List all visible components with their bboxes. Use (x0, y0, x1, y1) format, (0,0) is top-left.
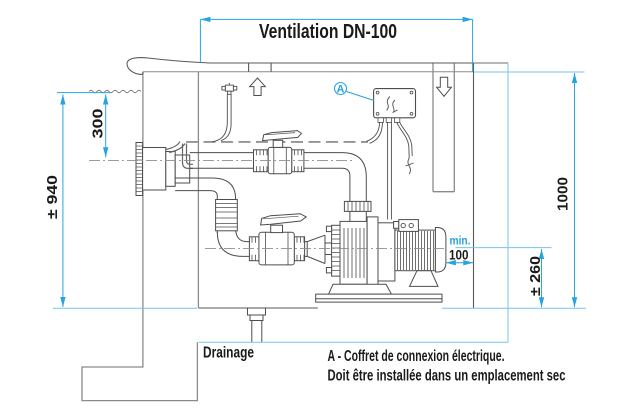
svg-text:A: A (337, 84, 345, 96)
svg-text:1000: 1000 (555, 177, 572, 211)
svg-text:A - Coffret de connexion élect: A - Coffret de connexion électrique. (328, 348, 505, 365)
svg-text:300: 300 (90, 109, 107, 139)
svg-text:min.: min. (450, 236, 471, 248)
svg-text:Ventilation DN-100: Ventilation DN-100 (259, 21, 397, 43)
svg-text:± 260: ± 260 (527, 256, 544, 296)
svg-text:Drainage: Drainage (203, 345, 254, 362)
svg-text:100: 100 (449, 248, 469, 263)
svg-text:± 940: ± 940 (44, 175, 61, 219)
svg-text:Doit être installée dans un em: Doit être installée dans un emplacement … (328, 368, 566, 385)
